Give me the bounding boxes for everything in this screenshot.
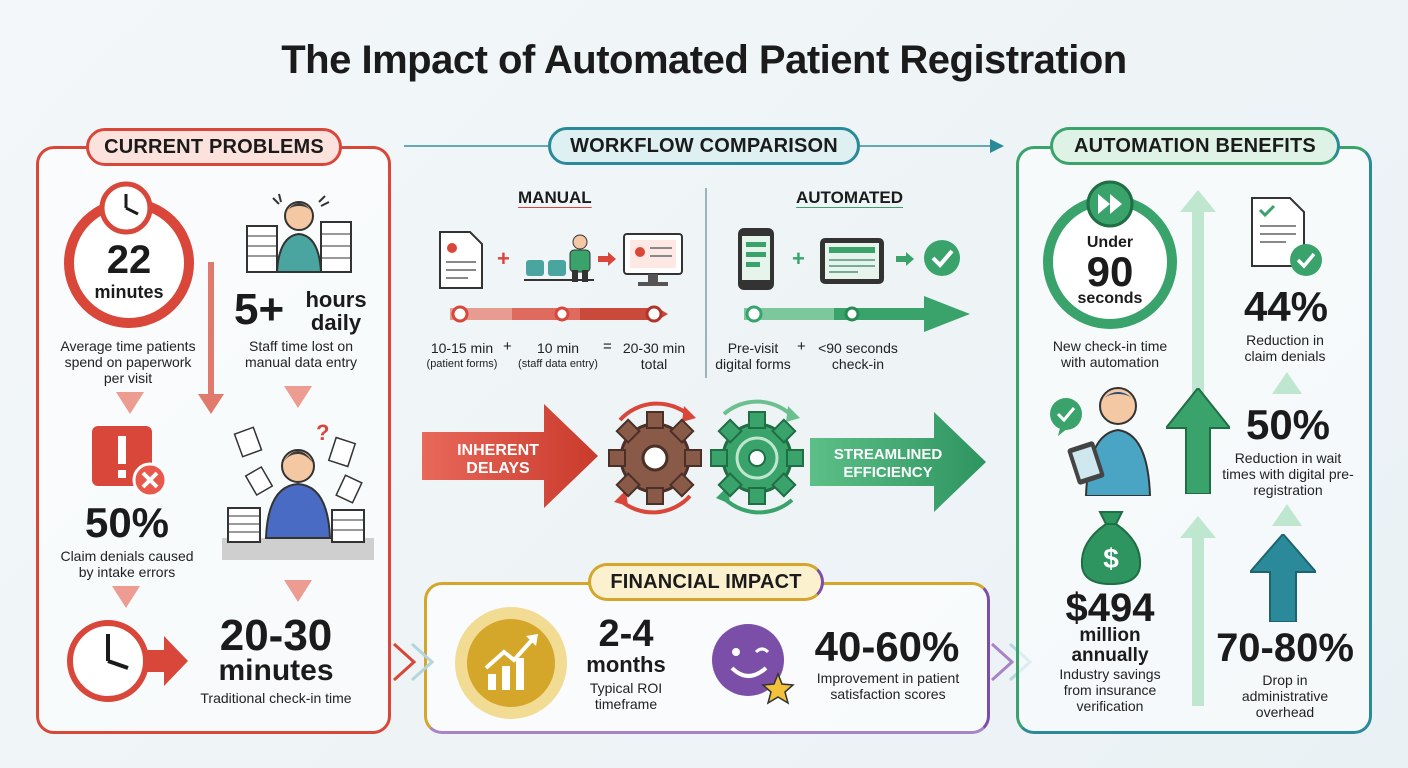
stat-22-value: 22 xyxy=(106,238,152,282)
plus-sign: + xyxy=(503,338,512,355)
automation-benefits-header: AUTOMATION BENEFITS xyxy=(1050,127,1340,165)
up-arrow-icon xyxy=(1166,388,1230,494)
denials-value: 44% xyxy=(1243,283,1329,330)
stat-20-30-unit: minutes xyxy=(218,654,334,687)
stat-5-unit: hours daily xyxy=(305,287,367,335)
automated-timeline xyxy=(744,296,970,332)
equals-sign: = xyxy=(603,338,612,355)
stressed-staff-icon xyxy=(246,193,352,273)
inherent-delays-label: INHERENT DELAYS xyxy=(457,442,539,477)
plus-sign: + xyxy=(792,246,805,271)
checkmark-circle-icon xyxy=(924,240,960,276)
stat-5-caption: Staff time lost on manual data entry xyxy=(244,338,358,370)
stat-50-value: 50% xyxy=(84,499,170,546)
financial-impact-header: FINANCIAL IMPACT xyxy=(588,563,824,601)
stat-5-value: 5+ xyxy=(234,285,285,334)
patient-tablet-icon xyxy=(1050,387,1152,496)
right-arrow-icon xyxy=(896,252,914,266)
up-arrow-icon xyxy=(1272,372,1302,394)
down-arrow-icon xyxy=(284,386,312,408)
checkin-caption: New check-in time with automation xyxy=(1052,338,1168,370)
up-arrow-icon xyxy=(1180,516,1216,706)
down-arrow-icon xyxy=(116,392,144,414)
manual-step1-time: 10-15 min xyxy=(430,340,494,356)
clock-ring-icon xyxy=(64,181,194,328)
workflow-divider xyxy=(705,188,707,378)
stat-22-caption: Average time patients spend on paperwork… xyxy=(60,338,196,386)
automated-step2-sub: check-in xyxy=(831,356,885,372)
fast-forward-ring-icon xyxy=(1043,180,1177,329)
manual-step2-sub: (staff data entry) xyxy=(518,358,598,370)
manual-total: 20-30 min total xyxy=(614,340,694,372)
automated-step1-sub: digital forms xyxy=(715,356,791,372)
automated-label: AUTOMATED xyxy=(796,188,904,207)
stat-20-30-value: 20-30 xyxy=(219,611,333,660)
checkin-unit: seconds xyxy=(1077,290,1143,307)
smartphone-icon xyxy=(738,228,774,290)
computer-monitor-icon xyxy=(623,233,683,286)
automated-step1-label: Pre-visit xyxy=(727,340,779,356)
checkin-value: 90 xyxy=(1086,248,1134,295)
satisfaction-caption: Improvement in patient satisfaction scor… xyxy=(816,670,960,702)
up-arrow-icon xyxy=(1180,190,1216,422)
savings-value: $494 xyxy=(1065,586,1155,630)
streamlined-efficiency-label: STREAMLINED EFFICIENCY xyxy=(833,446,943,481)
overhead-caption: Drop in administrative overhead xyxy=(1241,672,1329,720)
overhead-value: 70-80% xyxy=(1216,626,1354,670)
svg-text:?: ? xyxy=(316,420,329,445)
roi-value: 2-4 xyxy=(598,613,654,655)
automated-step2: <90 seconds check-in xyxy=(808,340,908,372)
savings-caption: Industry savings from insurance verifica… xyxy=(1059,666,1161,714)
plus-sign: + xyxy=(797,338,806,355)
wait-caption: Reduction in wait times with digital pre… xyxy=(1222,450,1354,498)
workflow-comparison-header: WORKFLOW COMPARISON xyxy=(548,127,860,165)
manual-timeline xyxy=(450,305,668,323)
plus-sign: + xyxy=(497,246,510,271)
money-bag-icon: $ xyxy=(1080,511,1142,586)
manual-step1: 10-15 min (patient forms) xyxy=(416,340,508,372)
overwhelmed-worker-icon: ? xyxy=(222,420,374,560)
savings-unit: million annually xyxy=(1071,625,1149,666)
denials-caption: Reduction in claim denials xyxy=(1244,332,1326,364)
tablet-form-icon xyxy=(820,238,884,284)
down-arrow-icon xyxy=(198,262,224,414)
error-alert-icon xyxy=(92,426,168,498)
manual-step2-time: 10 min xyxy=(536,340,580,356)
svg-text:$: $ xyxy=(1103,543,1119,574)
roi-unit: months xyxy=(586,652,666,677)
automated-step2-label: <90 seconds xyxy=(818,340,898,356)
right-arrow-icon xyxy=(598,252,616,266)
paper-form-icon xyxy=(439,231,483,289)
happy-face-star-icon xyxy=(712,624,795,705)
stat-50-caption: Claim denials caused by intake errors xyxy=(60,548,194,580)
approved-document-icon xyxy=(1251,197,1322,276)
current-problems-header: CURRENT PROBLEMS xyxy=(86,128,342,166)
down-arrow-icon xyxy=(112,586,140,608)
page-title: The Impact of Automated Patient Registra… xyxy=(281,38,1127,82)
waiting-room-icon xyxy=(524,234,594,282)
manual-label: MANUAL xyxy=(518,188,592,207)
roi-caption: Typical ROI timeframe xyxy=(589,680,663,712)
manual-total-sub: total xyxy=(640,356,668,372)
clock-arrow-icon xyxy=(67,620,188,702)
growth-chart-coin-icon xyxy=(455,607,567,719)
stat-22-unit: minutes xyxy=(94,282,164,302)
manual-step2: 10 min (staff data entry) xyxy=(508,340,608,372)
manual-total-time: 20-30 min xyxy=(622,340,686,356)
up-arrow-icon xyxy=(1272,504,1302,526)
stat-20-30-caption: Traditional check-in time xyxy=(200,690,352,706)
rusty-gear-icon xyxy=(608,401,702,515)
wait-value: 50% xyxy=(1245,401,1331,448)
chevron-right-icon xyxy=(392,642,434,682)
checkin-pre: Under xyxy=(1086,234,1134,251)
down-arrow-icon xyxy=(284,580,312,602)
up-arrow-icon xyxy=(1250,534,1316,622)
green-gear-icon xyxy=(710,399,804,515)
inherent-delays-arrow xyxy=(422,404,598,508)
streamlined-efficiency-arrow xyxy=(810,412,986,512)
satisfaction-value: 40-60% xyxy=(814,623,960,670)
manual-step1-sub: (patient forms) xyxy=(426,358,498,370)
automated-step1: Pre-visit digital forms xyxy=(708,340,798,372)
